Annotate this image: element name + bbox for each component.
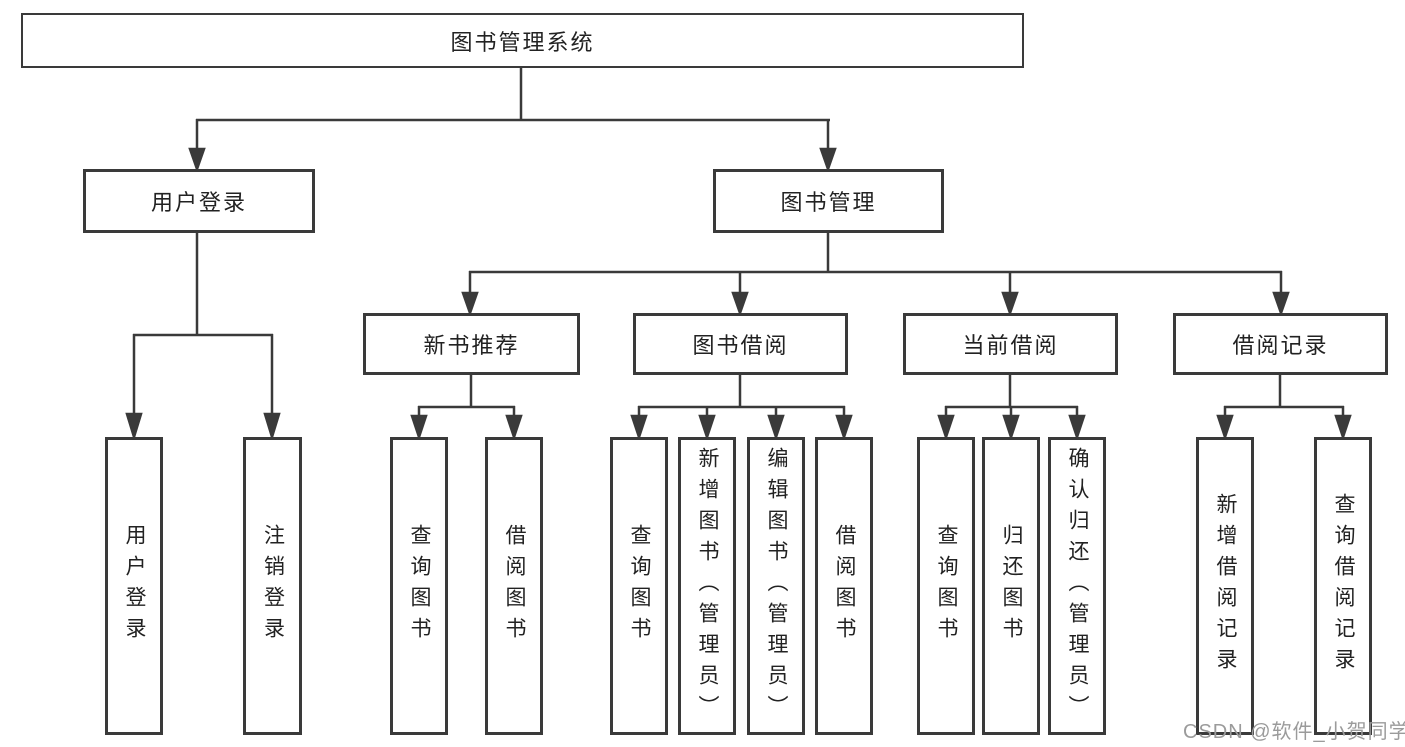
leaf-query-books-borrow: 查询图书 xyxy=(610,437,668,735)
node-user-login: 用户登录 xyxy=(83,169,315,233)
node-label: 归还图书 xyxy=(1000,524,1023,648)
node-borrowing-records: 借阅记录 xyxy=(1173,313,1388,375)
csdn-watermark: CSDN @软件_小贺同学 xyxy=(1183,721,1405,743)
leaf-query-books-current: 查询图书 xyxy=(917,437,975,735)
node-label: 确认归还（管理员） xyxy=(1066,446,1089,726)
node-book-management: 图书管理 xyxy=(713,169,944,233)
leaf-return-books: 归还图书 xyxy=(982,437,1040,735)
node-label: 图书管理系统 xyxy=(450,29,595,55)
leaf-borrow-books: 借阅图书 xyxy=(815,437,873,735)
node-label: 查询图书 xyxy=(628,524,651,648)
node-label: 编辑图书（管理员） xyxy=(765,446,788,726)
leaf-confirm-return-admin: 确认归还（管理员） xyxy=(1048,437,1106,735)
leaf-user-login: 用户登录 xyxy=(105,437,163,735)
leaf-query-books-recommend: 查询图书 xyxy=(390,437,448,735)
node-new-book-recommendation: 新书推荐 xyxy=(363,313,580,375)
leaf-logout: 注销登录 xyxy=(243,437,302,735)
node-label: 新书推荐 xyxy=(423,333,520,358)
node-label: 查询图书 xyxy=(935,524,958,648)
node-label: 借阅图书 xyxy=(833,524,856,648)
node-label: 借阅记录 xyxy=(1232,333,1329,358)
node-label: 查询图书 xyxy=(408,524,431,648)
node-library-management-system: 图书管理系统 xyxy=(21,13,1024,68)
leaf-edit-books-admin: 编辑图书（管理员） xyxy=(747,437,805,735)
node-label: 图书借阅 xyxy=(692,333,789,358)
node-label: 当前借阅 xyxy=(962,333,1059,358)
node-current-borrowing: 当前借阅 xyxy=(903,313,1118,375)
leaf-add-borrow-record: 新增借阅记录 xyxy=(1196,437,1254,735)
node-label: 用户登录 xyxy=(150,190,247,215)
node-label: 注销登录 xyxy=(261,524,285,648)
node-label: 新增图书（管理员） xyxy=(696,446,719,726)
node-label: 用户登录 xyxy=(123,524,146,648)
node-label: 图书管理 xyxy=(780,190,877,215)
node-label: 查询借阅记录 xyxy=(1332,493,1355,679)
node-label: 新增借阅记录 xyxy=(1214,493,1237,679)
node-book-borrowing: 图书借阅 xyxy=(633,313,848,375)
leaf-query-borrow-record: 查询借阅记录 xyxy=(1314,437,1372,735)
leaf-add-books-admin: 新增图书（管理员） xyxy=(678,437,736,735)
node-label: 借阅图书 xyxy=(503,524,526,648)
leaf-borrow-books-recommend: 借阅图书 xyxy=(485,437,543,735)
